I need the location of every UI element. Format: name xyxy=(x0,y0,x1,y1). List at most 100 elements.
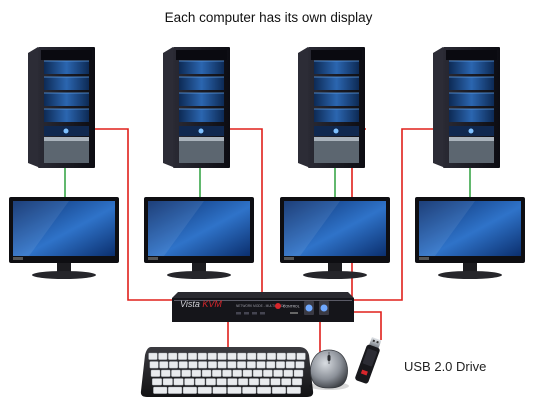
key xyxy=(271,386,286,394)
monitor-4 xyxy=(415,197,525,279)
computer-tower-4 xyxy=(433,47,500,168)
power-button xyxy=(198,128,204,134)
monitor-neck xyxy=(57,263,71,273)
usb-drive xyxy=(355,337,382,384)
front-grille xyxy=(314,137,359,163)
usb-drive-accent xyxy=(360,369,368,376)
key xyxy=(151,378,162,386)
monitor-screen xyxy=(13,201,115,256)
drive-bay-1 xyxy=(449,61,494,74)
front-grille xyxy=(449,137,494,163)
key xyxy=(149,361,159,369)
monitor-stand xyxy=(438,271,502,279)
key xyxy=(247,352,257,360)
drive-bay-4 xyxy=(449,109,494,122)
key xyxy=(270,378,281,386)
key xyxy=(158,352,168,360)
computer-tower-1 xyxy=(28,47,95,168)
diagram-title: Each computer has its own display xyxy=(164,10,373,25)
key xyxy=(276,361,285,369)
kvm-brand: Vista KVM xyxy=(180,299,222,309)
kvm-button-1 xyxy=(305,304,313,312)
computer-tower-3 xyxy=(298,47,365,168)
key xyxy=(242,369,253,377)
key xyxy=(266,352,276,360)
kvm-logo-text: CONTROL xyxy=(283,305,300,309)
monitor-stand xyxy=(32,271,96,279)
key xyxy=(212,386,227,394)
key xyxy=(162,378,173,386)
drive-bay-3 xyxy=(44,93,89,106)
usb-cable-computer-1 xyxy=(95,128,178,301)
key xyxy=(161,369,171,377)
computer-tower-2 xyxy=(163,47,230,168)
key xyxy=(276,352,286,360)
key xyxy=(187,352,197,360)
key xyxy=(227,361,237,369)
key xyxy=(178,361,188,369)
key xyxy=(198,361,208,369)
key xyxy=(242,386,257,394)
key xyxy=(201,369,212,377)
kvm-port-led-3 xyxy=(252,312,257,315)
kvm-switch: Vista KVM NETWORK MODE - MULTI-MODECONTRO… xyxy=(172,292,354,322)
key xyxy=(173,378,184,386)
front-grille xyxy=(179,137,224,163)
key xyxy=(217,352,227,360)
key xyxy=(292,378,303,386)
kvm-logo-icon xyxy=(275,303,281,309)
drive-bay-4 xyxy=(314,109,359,122)
key xyxy=(178,352,188,360)
key xyxy=(181,369,191,377)
monitor-neck xyxy=(192,263,206,273)
monitor-screen xyxy=(419,201,521,256)
kvm-port-led-4 xyxy=(260,312,265,315)
monitor-neck xyxy=(463,263,477,273)
monitor-stand xyxy=(303,271,367,279)
key xyxy=(237,352,247,360)
key xyxy=(263,369,273,377)
key xyxy=(266,361,276,369)
key xyxy=(238,378,249,386)
drive-bay-3 xyxy=(449,93,494,106)
power-button xyxy=(333,128,339,134)
scroll-wheel-icon xyxy=(327,355,331,361)
usb-cable-drive xyxy=(354,311,382,340)
key xyxy=(227,386,242,394)
kvm-port-led-2 xyxy=(244,312,249,315)
key xyxy=(168,352,178,360)
front-grille xyxy=(44,137,89,163)
key xyxy=(212,369,222,377)
drive-bay-1 xyxy=(44,61,89,74)
drive-bay-2 xyxy=(314,77,359,90)
key xyxy=(159,361,169,369)
key xyxy=(171,369,181,377)
monitor-neck xyxy=(328,263,342,273)
key xyxy=(216,378,227,386)
key xyxy=(184,378,195,386)
key xyxy=(252,369,263,377)
mouse xyxy=(309,349,349,390)
key xyxy=(191,369,202,377)
key xyxy=(150,369,161,377)
key xyxy=(222,369,232,377)
tower-side xyxy=(163,47,173,167)
key xyxy=(286,386,301,394)
key xyxy=(148,352,158,360)
monitor-screen xyxy=(284,201,386,256)
key xyxy=(153,386,168,394)
drive-bay-4 xyxy=(44,109,89,122)
monitor-1 xyxy=(9,197,119,279)
key xyxy=(188,361,198,369)
monitor-screen xyxy=(148,201,250,256)
key xyxy=(227,378,238,386)
key xyxy=(207,361,217,369)
drive-bay-3 xyxy=(314,93,359,106)
drive-bay-3 xyxy=(179,93,224,106)
monitor-stand xyxy=(167,271,231,279)
kvm-model-text: NETWORK MODE - MULTI-MODE xyxy=(236,304,286,308)
drive-bay-1 xyxy=(179,61,224,74)
key xyxy=(256,361,266,369)
